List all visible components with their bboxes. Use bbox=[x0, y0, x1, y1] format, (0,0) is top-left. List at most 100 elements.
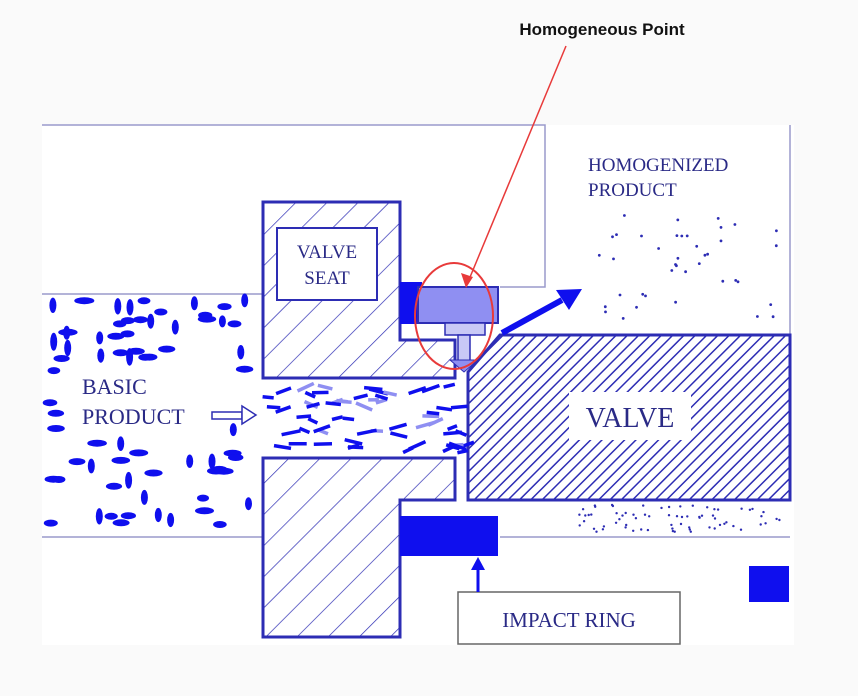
impact-ring-pointer-head bbox=[471, 557, 485, 570]
fine-droplet bbox=[775, 517, 778, 521]
basic-label-line1: BASIC bbox=[82, 374, 147, 399]
gap-droplet bbox=[275, 386, 292, 396]
impact-ring-upper-light bbox=[417, 286, 499, 324]
fine-droplet bbox=[751, 507, 754, 511]
fine-droplet bbox=[676, 256, 680, 260]
fine-droplet bbox=[634, 517, 638, 520]
gap-droplet bbox=[296, 381, 315, 393]
fine-droplet bbox=[700, 514, 704, 517]
gap-droplet bbox=[356, 428, 377, 436]
fine-droplet bbox=[635, 305, 638, 309]
basic-droplet bbox=[167, 512, 175, 528]
gap-droplet bbox=[262, 394, 274, 400]
fine-droplet bbox=[624, 526, 627, 529]
fine-droplet bbox=[618, 518, 621, 521]
basic-droplet bbox=[96, 331, 104, 345]
valve-seat-lower bbox=[261, 456, 457, 639]
fine-droplet bbox=[602, 525, 606, 528]
annotation-arrow-line bbox=[467, 45, 567, 283]
fine-droplet bbox=[680, 515, 684, 519]
fine-droplet bbox=[671, 527, 674, 530]
basic-product-droplets bbox=[42, 293, 254, 528]
fine-droplet bbox=[587, 513, 590, 517]
valve-seat-label-box bbox=[276, 227, 378, 301]
basic-droplet bbox=[241, 293, 249, 308]
fine-droplet bbox=[708, 526, 711, 529]
fine-droplet bbox=[778, 518, 781, 522]
fine-droplet bbox=[597, 253, 601, 257]
basic-droplet bbox=[64, 339, 72, 357]
basic-droplet bbox=[154, 507, 162, 523]
gap-droplet bbox=[421, 383, 440, 394]
fine-droplet bbox=[624, 511, 627, 515]
fine-droplet bbox=[764, 522, 767, 525]
fine-droplet bbox=[716, 508, 720, 511]
basic-droplet bbox=[171, 319, 179, 335]
fine-droplet bbox=[621, 317, 625, 320]
basic-droplet bbox=[207, 467, 225, 475]
impact-ring-edge-block bbox=[749, 566, 789, 602]
basic-droplet bbox=[227, 320, 242, 328]
basic-droplet bbox=[120, 512, 136, 520]
fine-droplet bbox=[590, 513, 593, 516]
basic-droplet bbox=[68, 458, 86, 466]
fine-droplet bbox=[615, 233, 618, 237]
fine-droplet bbox=[711, 514, 715, 517]
fine-droplet bbox=[615, 512, 618, 515]
basic-droplet bbox=[186, 454, 194, 468]
basic-droplet bbox=[87, 439, 107, 447]
fine-droplet bbox=[592, 527, 596, 530]
basic-droplet bbox=[144, 469, 163, 477]
basic-droplet bbox=[112, 349, 129, 357]
fine-droplet bbox=[676, 218, 680, 222]
gap-droplet bbox=[307, 417, 319, 425]
homogenized-droplets bbox=[578, 214, 781, 533]
fine-droplet bbox=[684, 270, 687, 274]
fine-droplet bbox=[689, 530, 692, 533]
basic-droplet bbox=[47, 409, 65, 417]
basic-droplet bbox=[105, 482, 123, 490]
fine-droplet bbox=[667, 514, 671, 517]
basic-droplet bbox=[235, 365, 254, 373]
basic-droplet bbox=[95, 508, 103, 525]
fine-droplet bbox=[621, 514, 624, 517]
basic-droplet bbox=[104, 512, 118, 520]
basic-droplet bbox=[53, 355, 70, 362]
fine-droplet bbox=[769, 303, 773, 306]
fine-droplet bbox=[582, 520, 586, 523]
valve-label-box bbox=[569, 392, 691, 440]
basic-droplet bbox=[217, 303, 232, 311]
gap-droplet bbox=[443, 382, 456, 389]
gap-flow-droplets bbox=[262, 381, 475, 455]
gap-droplet bbox=[446, 424, 458, 432]
basic-label-line2: PRODUCT bbox=[82, 404, 185, 429]
fine-droplet bbox=[674, 263, 677, 266]
gap-droplet bbox=[388, 422, 408, 431]
gap-droplet bbox=[426, 410, 440, 416]
gap-droplet bbox=[344, 437, 363, 446]
basic-droplet bbox=[197, 494, 209, 502]
fine-droplet bbox=[718, 523, 722, 527]
gap-droplet bbox=[445, 443, 461, 451]
fine-droplet bbox=[578, 524, 581, 527]
basic-droplet bbox=[111, 456, 131, 464]
fine-droplet bbox=[632, 513, 635, 516]
fine-droplet bbox=[759, 523, 762, 526]
basic-droplet bbox=[154, 308, 168, 316]
gap-droplet bbox=[374, 393, 389, 401]
basic-droplet bbox=[190, 296, 198, 311]
homogenized-label-line2: PRODUCT bbox=[588, 180, 677, 201]
gap-droplet bbox=[457, 448, 469, 455]
basic-droplet bbox=[117, 436, 125, 452]
basic-droplet bbox=[47, 367, 61, 375]
fine-droplet bbox=[612, 257, 615, 261]
gap-droplet bbox=[317, 383, 333, 391]
fine-droplet bbox=[762, 510, 765, 514]
basic-droplet bbox=[228, 454, 244, 461]
fine-droplet bbox=[670, 269, 674, 272]
fine-droplet bbox=[603, 305, 607, 309]
fine-droplet bbox=[688, 528, 691, 531]
fine-droplet bbox=[674, 300, 677, 304]
basic-droplet bbox=[245, 497, 252, 511]
gap-droplet bbox=[408, 440, 427, 451]
